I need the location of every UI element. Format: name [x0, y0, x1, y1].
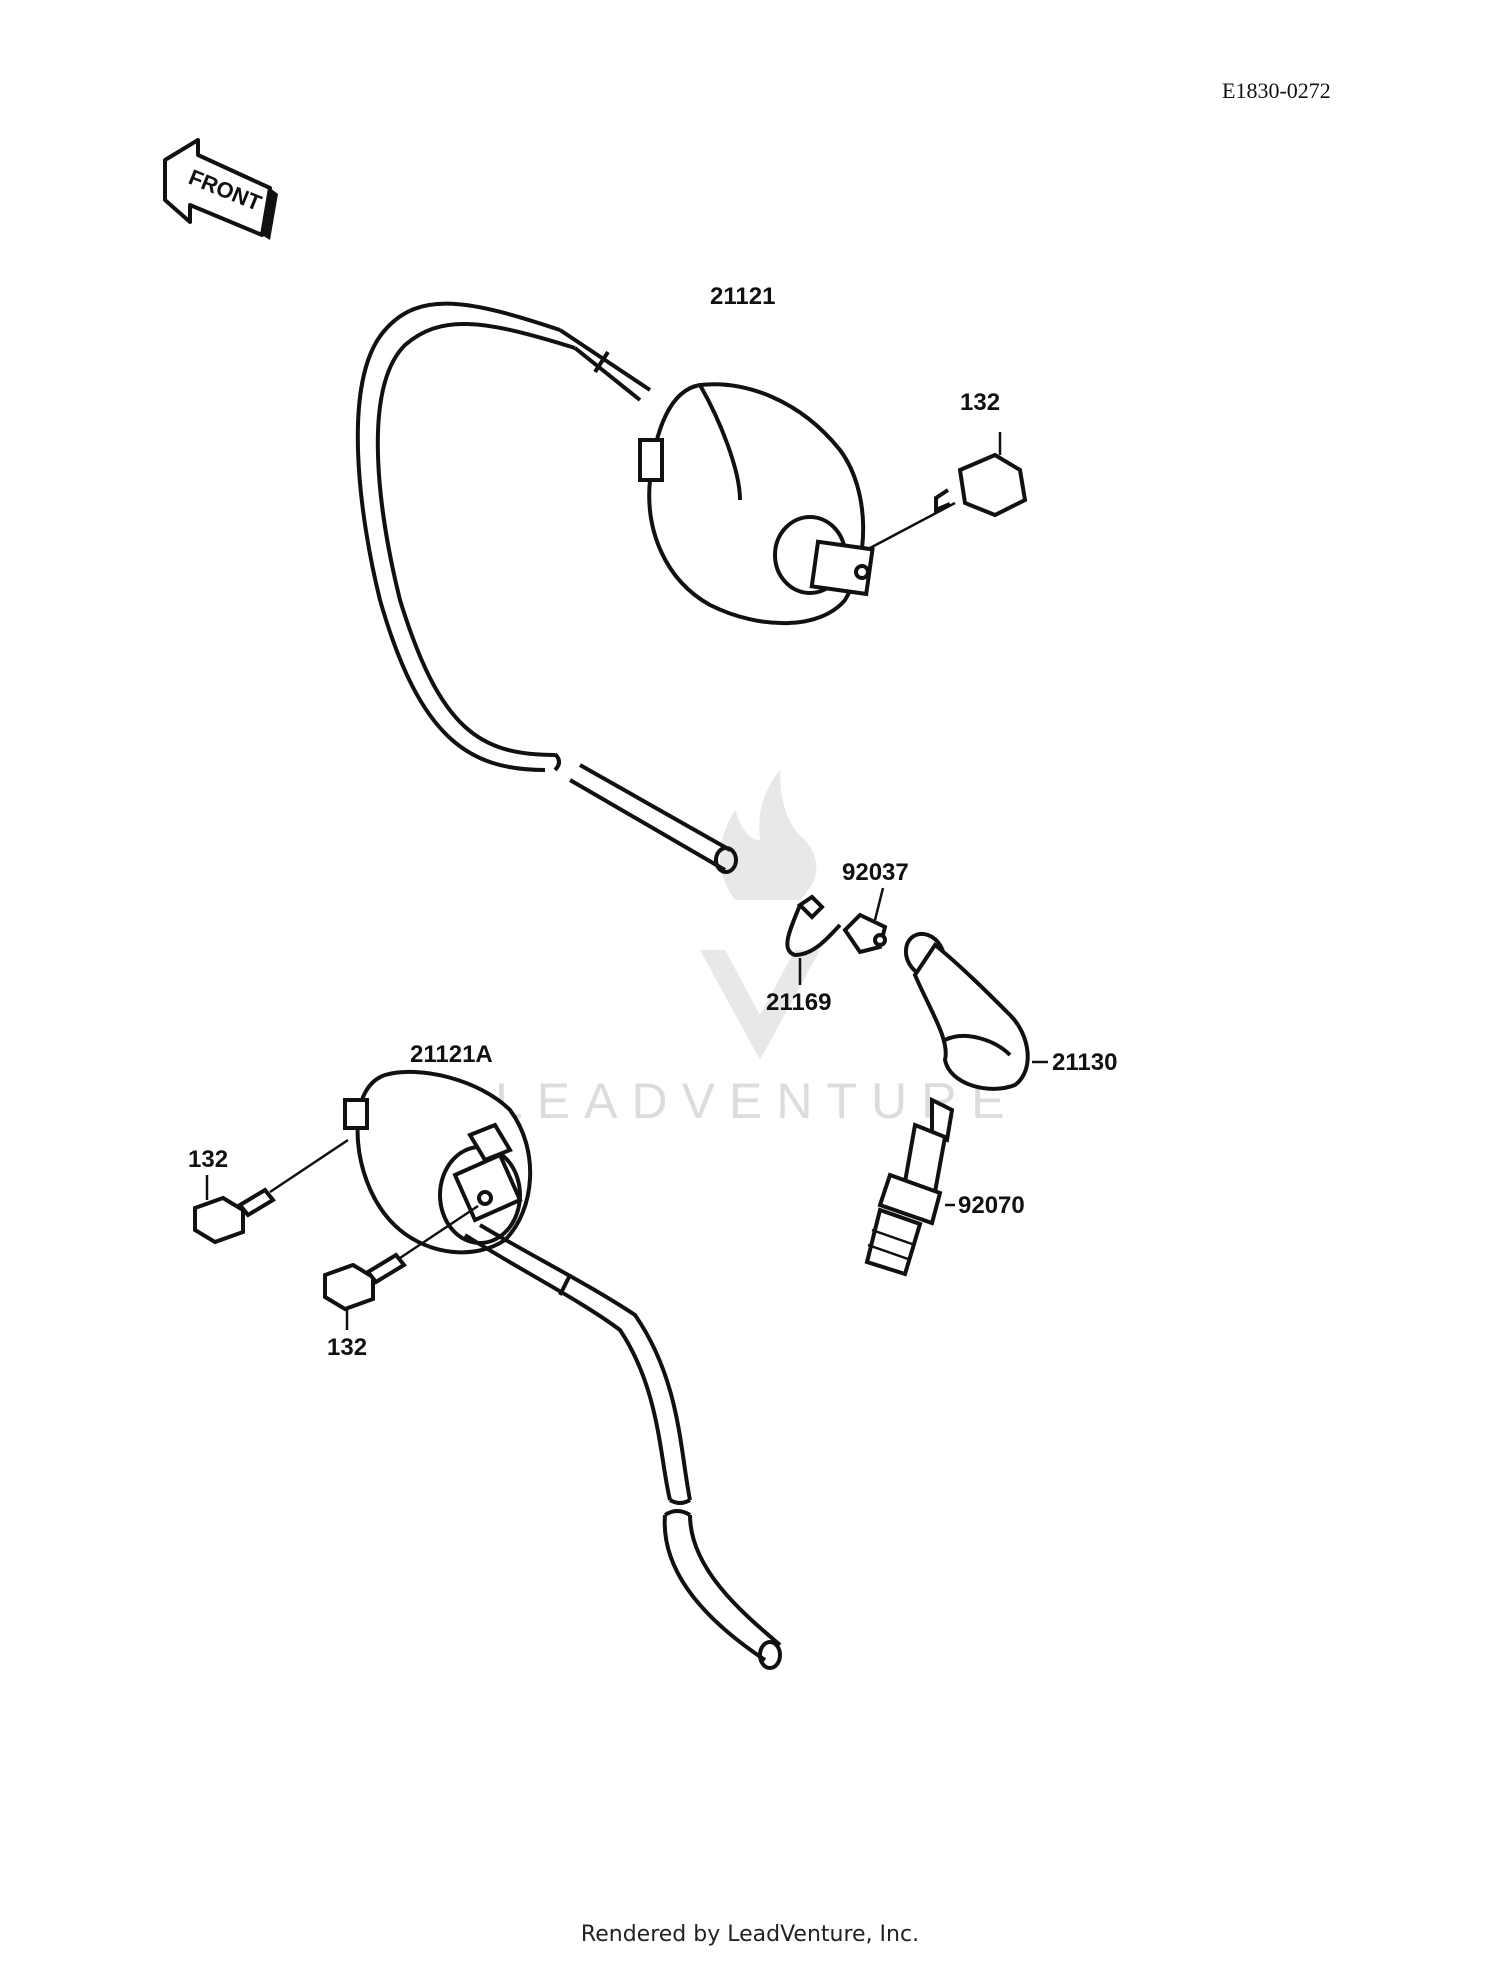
label-21130: 21130	[1052, 1049, 1117, 1076]
label-92037: 92037	[842, 859, 909, 886]
lower-coil-cable	[463, 1223, 782, 1670]
label-21169: 21169	[766, 989, 831, 1016]
clip-21169	[785, 894, 842, 985]
label-21121A: 21121A	[410, 1041, 493, 1068]
label-132-upper: 132	[960, 389, 1000, 416]
spark-plug	[864, 1096, 955, 1277]
diagram-code: E1830-0272	[1222, 78, 1331, 103]
spark-plug-cap	[903, 931, 1048, 1091]
watermark-text: LEADVENTURE	[495, 1073, 1019, 1129]
lower-bolt-bottom	[323, 1204, 479, 1330]
label-21121: 21121	[710, 283, 775, 310]
lower-bolt-left	[193, 1138, 349, 1245]
label-132-lower-left: 132	[188, 1146, 228, 1173]
upper-ignition-coil	[638, 382, 956, 626]
label-132-lower-bottom: 132	[327, 1334, 367, 1361]
upper-bolt	[934, 432, 1028, 518]
footer-credit: Rendered by LeadVenture, Inc.	[580, 1922, 920, 1947]
front-arrow-icon: FRONT	[163, 138, 278, 240]
clamp-92037	[842, 887, 888, 955]
upper-coil-cable	[355, 301, 738, 874]
leadventure-watermark: LEADVENTURE	[495, 770, 1019, 1129]
label-92070: 92070	[958, 1192, 1025, 1219]
